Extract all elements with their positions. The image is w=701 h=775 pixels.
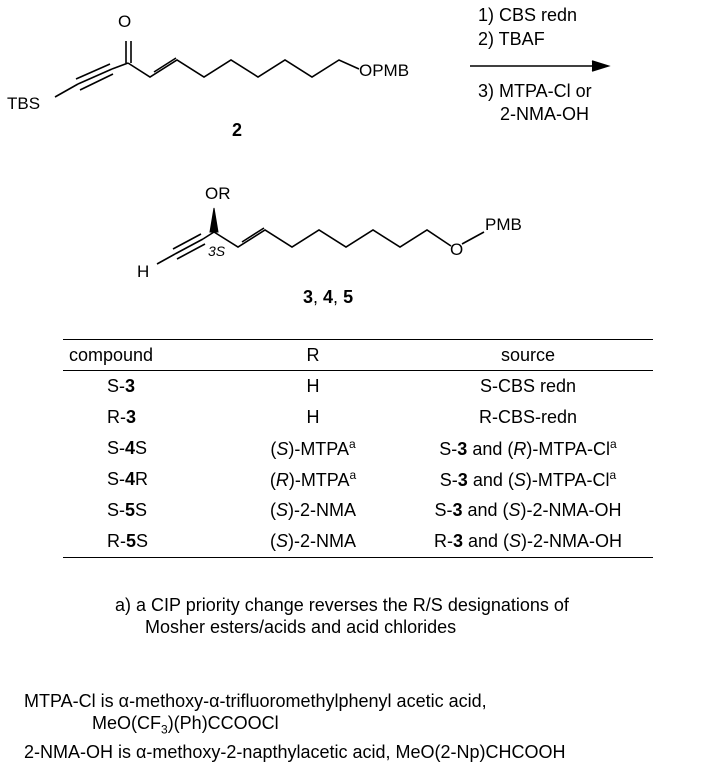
terminal-h-link — [156, 253, 176, 265]
footnote-line-1: a) a CIP priority change reverses the R/… — [115, 595, 569, 615]
note-mtpa: MTPA-Cl is α-methoxy-α-trifluoromethylph… — [24, 691, 487, 711]
condition-2: 2) TBAF — [478, 29, 545, 49]
reactant-chain — [127, 59, 360, 78]
header-r: R — [223, 339, 403, 371]
header-compound: compound — [63, 339, 223, 371]
tbs-alkyne-link — [54, 83, 79, 98]
table-row: R-3 H R-CBS-redn — [63, 402, 653, 433]
cell-r: H — [306, 376, 320, 396]
alkyne-bond-a — [77, 68, 113, 85]
alkyne-carbonyl-link — [111, 62, 129, 70]
note-mtpa-formula: MeO(CF3)(Ph)CCOOCl — [92, 713, 279, 737]
table-row: S-4R (R)-MTPAa S-3 and (S)-MTPA-Cla — [63, 464, 653, 495]
stereo-wedge — [209, 207, 219, 233]
product-or: OR — [205, 184, 231, 203]
product-alkyne-a — [174, 238, 204, 255]
footnote-line-2: Mosher esters/acids and acid chlorides — [145, 617, 457, 637]
condition-3b: 2-NMA-OH — [500, 104, 589, 124]
product-alkyne-c — [172, 233, 202, 250]
cell-r: (S)-2-NMA — [223, 526, 403, 558]
reactant-label: 2 — [232, 120, 243, 140]
product-chain — [213, 229, 452, 248]
product-alkyne-link — [202, 231, 215, 240]
cell-r: (R)-MTPAa — [269, 468, 357, 490]
reactant-tbs: TBS — [7, 94, 41, 113]
header-source: source — [403, 339, 653, 371]
cell-r: (S)-MTPAa — [270, 437, 356, 459]
product-ether-o: O — [450, 240, 464, 259]
table-row: S-4S (S)-MTPAa S-3 and (R)-MTPA-Cla — [63, 433, 653, 464]
o-pmb-bond — [461, 231, 485, 245]
condition-3: 3) MTPA-Cl or — [478, 81, 592, 101]
cell-compound: S-5S — [107, 500, 148, 520]
reagent-notes: MTPA-Cl is α-methoxy-α-trifluoromethylph… — [24, 690, 566, 763]
product-pmb: PMB — [485, 215, 522, 234]
table-footnote: a) a CIP priority change reverses the R/… — [115, 594, 675, 638]
reactant-alkene-second-bond — [153, 57, 177, 73]
alkyne-bond-c — [75, 63, 111, 80]
product-alkene-second-bond — [241, 227, 265, 243]
product-h: H — [137, 262, 150, 281]
cell-source: S-3 and (S)-2-NMA-OH — [434, 500, 622, 520]
cell-source: S-3 and (R)-MTPA-Cla — [439, 437, 617, 459]
reactant-carbonyl-o: O — [118, 12, 132, 31]
note-nma: 2-NMA-OH is α-methoxy-2-napthylacetic ac… — [24, 741, 566, 762]
cell-source: S-CBS redn — [479, 376, 577, 396]
cell-r: (S)-2-NMA — [269, 500, 356, 520]
cell-source: R-3 and (S)-2-NMA-OH — [403, 526, 653, 558]
compound-table: compound R source S-3 H S-CBS redn R-3 H… — [63, 339, 653, 558]
reactant-opmb: OPMB — [359, 61, 410, 80]
cell-compound: R-5S — [63, 526, 223, 558]
cell-source: S-3 and (S)-MTPA-Cla — [439, 468, 617, 490]
cell-compound: S-3 — [107, 376, 136, 396]
table-header-row: compound R source — [63, 339, 653, 371]
cell-source: R-CBS-redn — [478, 407, 578, 427]
cell-compound: R-3 — [107, 407, 137, 427]
arrow-head — [591, 60, 611, 72]
table-row: S-3 H S-CBS redn — [63, 371, 653, 403]
table-row: R-5S (S)-2-NMA R-3 and (S)-2-NMA-OH — [63, 526, 653, 558]
condition-1: 1) CBS redn — [478, 5, 578, 25]
cell-r: H — [306, 407, 320, 427]
product-alkyne-b — [176, 243, 206, 260]
cell-compound: S-4S — [107, 438, 148, 458]
cell-compound: S-4R — [107, 469, 149, 489]
table-row: S-5S (S)-2-NMA S-3 and (S)-2-NMA-OH — [63, 495, 653, 526]
alkyne-bond-b — [79, 73, 114, 91]
product-label: 3, 4, 5 — [303, 287, 354, 307]
product-stereo: 3S — [208, 243, 226, 259]
